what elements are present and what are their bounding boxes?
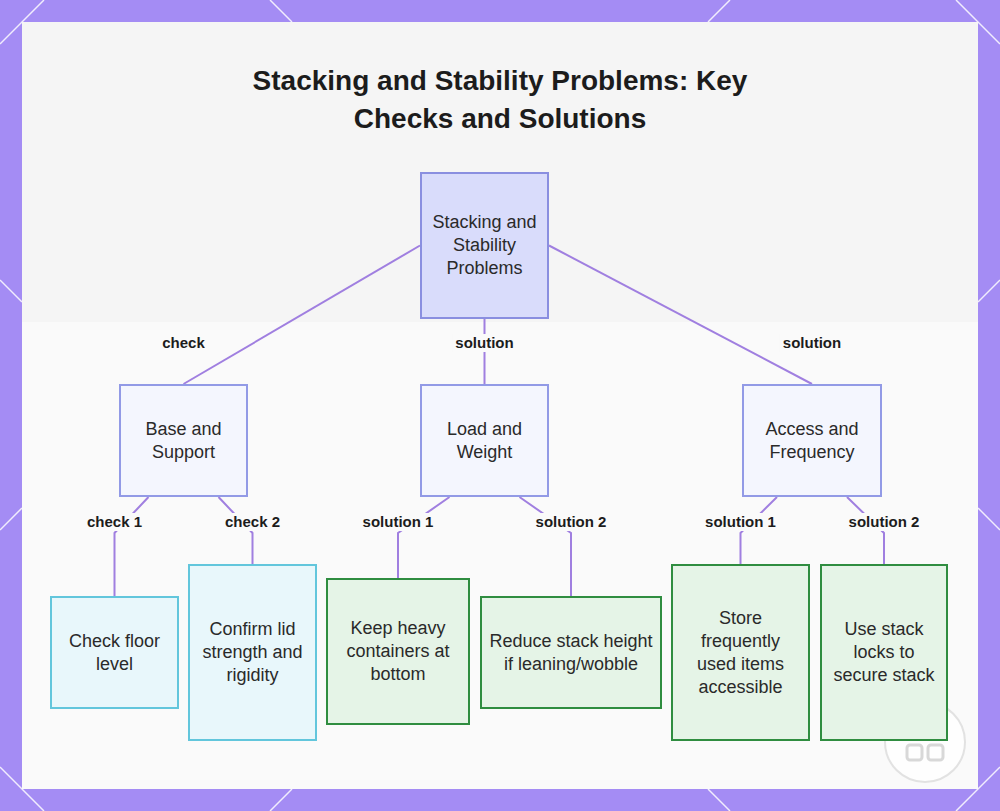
leaf-box: Confirm lid strength and rigidity	[188, 564, 317, 741]
connector-line	[549, 246, 812, 385]
connector-line	[520, 497, 572, 596]
edge-label: check 2	[222, 513, 283, 531]
node-text: Base and Support	[127, 418, 240, 464]
leaf-box: Use stack locks to secure stack	[820, 564, 948, 741]
diagram-title: Stacking and Stability Problems: Key Che…	[200, 62, 800, 138]
node-text: Access and Frequency	[750, 418, 874, 464]
background-blur	[22, 22, 978, 322]
edge-label: check	[159, 334, 208, 352]
edge-label: solution 2	[846, 513, 923, 531]
node-text: Load and Weight	[428, 418, 541, 464]
category-box: Base and Support	[119, 384, 248, 497]
edge-label: solution 2	[533, 513, 610, 531]
node-text: Confirm lid strength and rigidity	[196, 618, 309, 687]
leaf-box: Store frequently used items accessible	[671, 564, 810, 741]
edge-label: check 1	[84, 513, 145, 531]
leaf-box: Check floor level	[50, 596, 179, 709]
edge-label: solution	[780, 334, 844, 352]
category-box: Access and Frequency	[742, 384, 882, 497]
node-text: Stacking and Stability Problems	[428, 211, 541, 280]
connector-line	[398, 497, 450, 578]
connector-line	[115, 497, 149, 596]
connector-line	[184, 246, 421, 385]
leaf-box: Reduce stack height if leaning/wobble	[480, 596, 662, 709]
node-text: Store frequently used items accessible	[679, 607, 802, 699]
edge-label: solution 1	[360, 513, 437, 531]
category-box: Load and Weight	[420, 384, 549, 497]
node-text: Use stack locks to secure stack	[828, 618, 940, 687]
white-panel	[22, 22, 978, 789]
edge-label: solution	[452, 334, 516, 352]
node-text: Check floor level	[58, 630, 171, 676]
node-text: Keep heavy containers at bottom	[334, 617, 462, 686]
root-box: Stacking and Stability Problems	[420, 172, 549, 319]
node-text: Reduce stack height if leaning/wobble	[488, 630, 654, 676]
leaf-box: Keep heavy containers at bottom	[326, 578, 470, 725]
edge-label: solution 1	[702, 513, 779, 531]
